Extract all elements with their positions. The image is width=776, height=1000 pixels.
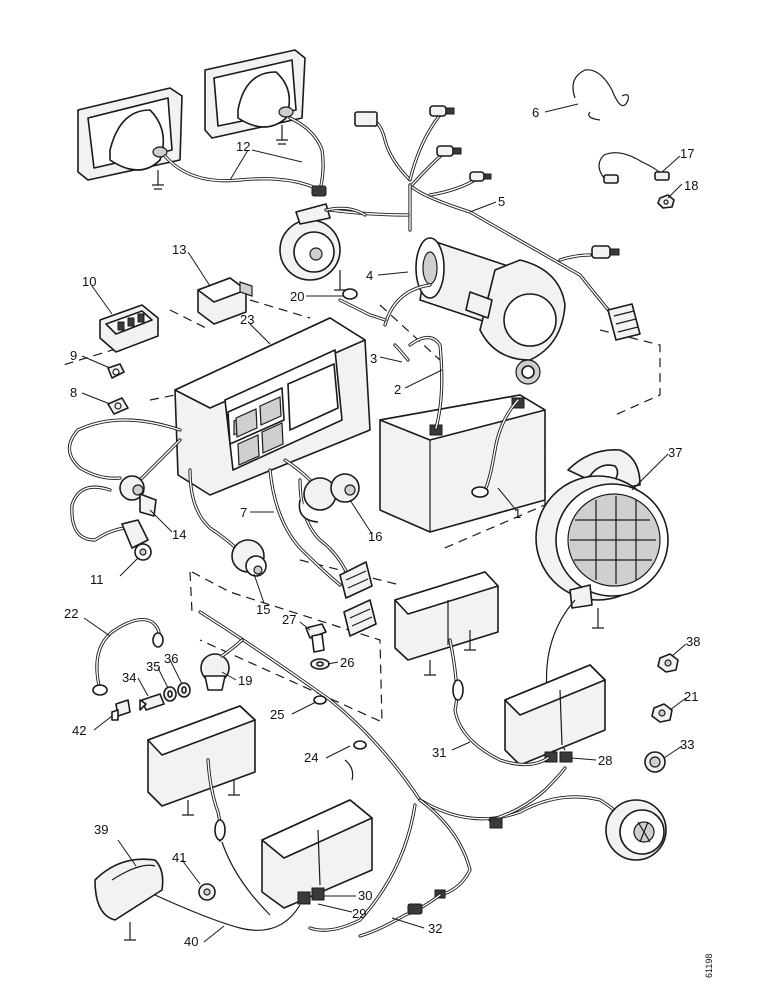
earth-strap: [338, 288, 387, 322]
callout-29: 29: [352, 906, 366, 921]
battery: [379, 394, 546, 533]
callout-27: 27: [282, 612, 296, 627]
instrument-panel: [174, 317, 371, 496]
starter-motor: [383, 237, 566, 385]
headlamp-right: [204, 49, 306, 139]
stop-switch-19: [200, 638, 244, 691]
callout-7: 7: [240, 505, 247, 520]
callout-20: 20: [290, 289, 304, 304]
grommet-33: [644, 751, 666, 773]
bolt-34: [139, 693, 165, 711]
switch-15: [231, 539, 267, 577]
callout-15: 15: [256, 602, 270, 617]
callout-4: 4: [366, 268, 373, 283]
callout-13: 13: [172, 242, 186, 257]
drawing-code: 61198: [704, 954, 714, 978]
light-switch-11: [121, 519, 152, 561]
callout-30: 30: [358, 888, 372, 903]
fuse-block: [99, 304, 159, 353]
small-nut: [657, 194, 675, 209]
callout-32: 32: [428, 921, 442, 936]
trailer-socket: [605, 799, 667, 861]
ignition-switch: [119, 475, 157, 517]
main-loom: [328, 105, 641, 341]
callout-28: 28: [598, 753, 612, 768]
battery-leads: [393, 335, 520, 498]
side-lamp-upper: [394, 571, 499, 676]
callout-26: 26: [340, 655, 354, 670]
callout-22: 22: [64, 606, 78, 621]
side-lamp-lower: [147, 705, 256, 842]
callout-11: 11: [90, 572, 104, 587]
callout-2: 2: [394, 382, 401, 397]
callout-3: 3: [370, 351, 377, 366]
tail-lamp-28: [504, 664, 606, 766]
washer-36: [177, 682, 191, 698]
callout-23: 23: [240, 312, 254, 327]
callout-34: 34: [122, 670, 136, 685]
horn: [279, 203, 367, 291]
bolt-27: [305, 623, 327, 653]
grommet-41: [198, 883, 216, 901]
callout-39: 39: [94, 822, 108, 837]
cable-40: [154, 841, 301, 931]
washer-35: [163, 686, 177, 702]
callout-41: 41: [172, 850, 186, 865]
connectors-7: [339, 561, 377, 637]
callout-36: 36: [164, 651, 178, 666]
callout-25: 25: [270, 707, 284, 722]
headlamp-left: [77, 87, 183, 181]
reflector-39: [94, 858, 164, 941]
nut-38: [657, 653, 679, 673]
callout-14: 14: [172, 527, 186, 542]
callout-12: 12: [236, 139, 250, 154]
callout-8: 8: [70, 385, 77, 400]
callout-42: 42: [72, 723, 86, 738]
callout-40: 40: [184, 934, 198, 949]
dashed-outline-upper: [59, 299, 661, 551]
callout-labels: 1 2 3 4 5 6 7 8 9 10 11 12 13 14 15 16 1…: [64, 105, 700, 949]
flasher-relay: [197, 277, 253, 325]
rear-loom: [198, 610, 627, 932]
callout-17: 17: [680, 146, 694, 161]
bulb-42: [111, 699, 131, 721]
callout-10: 10: [82, 274, 96, 289]
tail-lamp-lower: [261, 799, 373, 909]
callout-24: 24: [304, 750, 318, 765]
callout-18: 18: [684, 178, 698, 193]
callout-38: 38: [686, 634, 700, 649]
callout-21: 21: [684, 689, 698, 704]
headlamp-harness: [152, 116, 327, 197]
callout-19: 19: [238, 673, 252, 688]
callout-35: 35: [146, 659, 160, 674]
callout-6: 6: [532, 105, 539, 120]
callout-9: 9: [70, 348, 77, 363]
leader-lines: [81, 103, 687, 943]
wire-clip-ring: [572, 69, 629, 121]
callout-5: 5: [498, 194, 505, 209]
earth-lead-22: [92, 618, 164, 696]
work-lamp: [535, 449, 669, 751]
clip-8: [107, 397, 129, 415]
callout-1: 1: [514, 506, 521, 521]
washer-26: [310, 658, 330, 670]
clip-9: [107, 363, 125, 379]
harness-32: [358, 893, 442, 938]
callout-37: 37: [668, 445, 682, 460]
nut-21: [651, 703, 673, 723]
callout-33: 33: [680, 737, 694, 752]
plug-16: [298, 473, 360, 523]
callout-31: 31: [432, 745, 446, 760]
jump-lead: [598, 152, 670, 184]
callout-16: 16: [368, 529, 382, 544]
